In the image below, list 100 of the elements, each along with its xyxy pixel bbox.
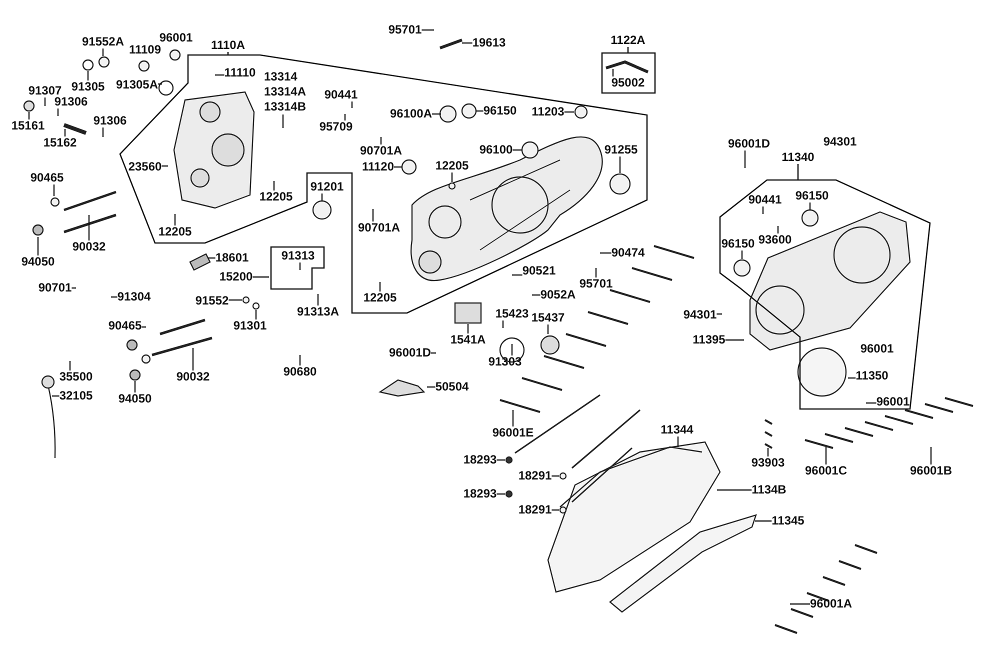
- leader-line: [158, 83, 162, 85]
- leader-line: [462, 42, 472, 44]
- part-number: 11120: [362, 160, 394, 174]
- part-number: 91306: [93, 114, 127, 128]
- leader-line: [44, 98, 46, 106]
- leader-line: [716, 313, 722, 315]
- leader-line: [512, 410, 514, 426]
- part-number: 18293: [463, 488, 497, 500]
- part-number: 96150: [795, 190, 829, 202]
- leader-line: [64, 129, 66, 136]
- leader-line: [790, 603, 810, 605]
- part-number: 11345: [772, 514, 804, 528]
- part-number: 90465: [108, 320, 142, 332]
- leader-line: [228, 299, 242, 301]
- part-number: 19613: [472, 36, 506, 50]
- part-number: 90032: [72, 240, 106, 254]
- leader-line: [600, 252, 612, 254]
- leader-line: [255, 310, 257, 320]
- leader-line: [427, 386, 436, 388]
- part-number: 90701A: [360, 144, 402, 158]
- part-number: 12205: [259, 190, 293, 204]
- leader-line: [930, 447, 932, 464]
- part-number: 11109: [128, 44, 162, 56]
- group-number: 1122A: [610, 33, 646, 47]
- leader-line: [677, 436, 679, 447]
- part-number: 96001: [860, 342, 894, 356]
- leader-line: [777, 226, 779, 234]
- part-number: 13314: [264, 70, 298, 84]
- leader-line: [87, 71, 89, 80]
- part-number: 91255: [604, 144, 638, 156]
- part-number: 32105: [59, 390, 93, 402]
- leader-line: [612, 69, 614, 76]
- leader-line: [372, 209, 374, 222]
- part-number: 96001E: [492, 426, 534, 440]
- leader-line: [725, 339, 744, 341]
- leader-line: [317, 294, 319, 306]
- part-number: 91552: [195, 294, 229, 308]
- part-number: 13314A: [264, 84, 306, 100]
- part-number: 95709: [319, 120, 353, 134]
- leader-line: [552, 475, 559, 477]
- part-number: 15200: [219, 270, 253, 284]
- part-number: 91306: [54, 96, 88, 108]
- part-number: 96001: [876, 396, 910, 408]
- part-number: 15437: [531, 312, 565, 324]
- part-number: 90032: [176, 370, 210, 384]
- part-number: 93600: [758, 234, 792, 246]
- part-number: 12205: [435, 160, 469, 172]
- part-number: 11350: [856, 370, 888, 382]
- part-number: 95002: [611, 76, 645, 90]
- group-number: 1110A: [210, 38, 246, 52]
- leader-line: [380, 137, 382, 144]
- part-number: 91313: [281, 250, 315, 262]
- leader-line: [451, 172, 453, 182]
- leader-line: [88, 215, 90, 240]
- leader-line: [595, 268, 597, 278]
- leader-line: [273, 181, 275, 190]
- leader-line: [432, 113, 441, 115]
- part-number: 35500: [59, 370, 93, 384]
- part-number: 96001: [159, 32, 193, 44]
- leader-line: [741, 250, 743, 259]
- leader-line: [809, 202, 811, 210]
- leader-line: [755, 520, 772, 522]
- leader-line: [57, 108, 59, 116]
- leader-line: [552, 509, 559, 511]
- leader-line: [866, 402, 876, 404]
- leader-line: [848, 377, 856, 379]
- leader-line: [28, 112, 30, 120]
- part-number: 93903: [751, 456, 785, 470]
- part-number: 90441: [324, 88, 358, 102]
- leader-line: [512, 149, 522, 151]
- leader-line: [717, 489, 752, 491]
- leader-line: [564, 111, 574, 113]
- part-number: 11203: [532, 106, 564, 118]
- part-number: 18291: [518, 470, 552, 482]
- leader-line: [192, 348, 194, 370]
- leader-line: [547, 324, 549, 334]
- part-number: 15161: [11, 120, 45, 132]
- leader-line: [502, 320, 504, 328]
- part-number: 18291: [518, 504, 552, 516]
- leader-line: [162, 165, 168, 167]
- group-box: [269, 245, 327, 291]
- leader-line: [134, 381, 136, 392]
- part-number: 13314B: [264, 100, 306, 114]
- part-number: 91552A: [82, 36, 124, 48]
- leader-line: [476, 110, 484, 112]
- leader-line: [422, 29, 434, 31]
- leader-line: [467, 324, 469, 334]
- leader-line: [102, 48, 104, 56]
- part-number: 91313A: [296, 306, 340, 318]
- part-number: 9052A: [540, 288, 576, 302]
- leader-line: [379, 282, 381, 292]
- part-number: 95701: [388, 24, 422, 36]
- leader-line: [102, 128, 104, 137]
- part-number: 91305A: [116, 78, 158, 92]
- part-number: 96001D: [388, 346, 432, 360]
- part-number: 90465: [30, 172, 64, 184]
- part-number: 23560: [128, 160, 162, 174]
- part-number: 94301: [683, 308, 717, 322]
- leader-line: [53, 184, 55, 196]
- part-number: 96001A: [810, 598, 852, 610]
